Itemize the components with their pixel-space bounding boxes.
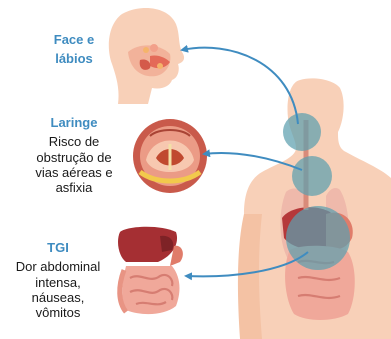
face-title-line2: lábios	[40, 51, 108, 66]
digestive-organs-icon	[118, 227, 183, 314]
larynx-label: Laringe Risco de obstrução de vias aérea…	[24, 115, 124, 196]
gi-label: TGI Dor abdominal intensa, náuseas, vômi…	[2, 240, 114, 321]
gi-desc-line1: Dor abdominal	[2, 259, 114, 274]
face-label: Face e lábios	[40, 32, 108, 67]
larynx-desc-line2: obstrução de	[24, 150, 124, 165]
larynx-desc-line3: vias aéreas e	[24, 165, 124, 180]
gi-desc-line3: náuseas,	[2, 290, 114, 305]
arrow-to-face	[182, 48, 298, 124]
larynx-title: Laringe	[24, 115, 124, 130]
face-profile-icon	[109, 8, 184, 104]
gi-title: TGI	[2, 240, 114, 255]
face-highlight-circle	[283, 113, 321, 151]
gi-desc-line2: intensa,	[2, 275, 114, 290]
gi-desc-line4: vômitos	[2, 305, 114, 320]
larynx-desc-line4: asfixia	[24, 180, 124, 195]
face-title-line1: Face e	[40, 32, 108, 47]
torso-anatomy-icon	[238, 78, 391, 339]
larynx-desc-line1: Risco de	[24, 134, 124, 149]
larynx-highlight-circle	[292, 156, 332, 196]
larynx-icon	[133, 119, 207, 193]
